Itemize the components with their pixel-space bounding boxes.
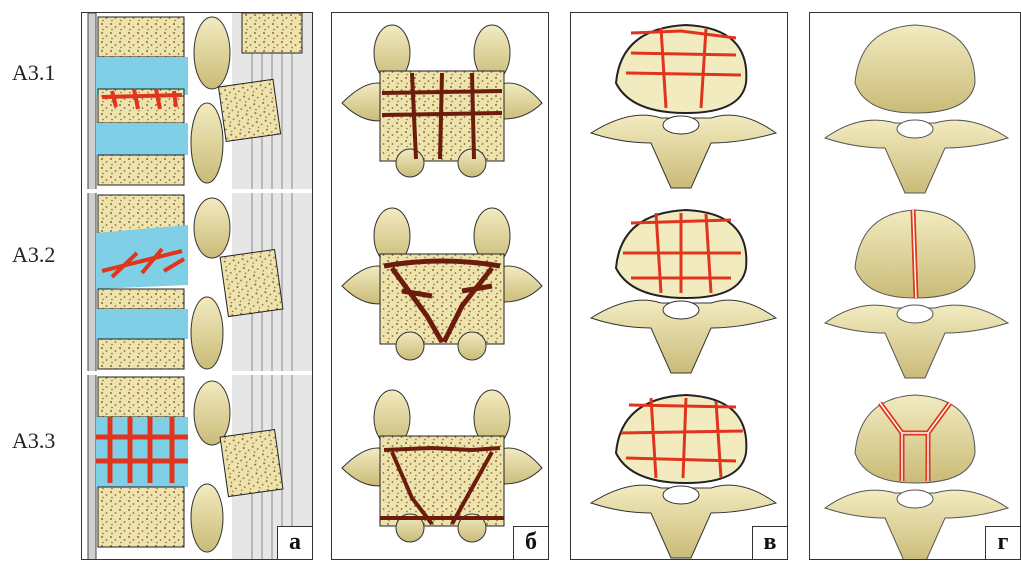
axial-vertebra-2 [591,210,776,373]
frontal-vertebra-3 [342,390,542,542]
panel-letter-a: а [277,526,313,560]
row-label-a3-2: A3.2 [12,242,55,268]
panel-frontal: б [331,12,549,560]
frontal-illustration [332,13,549,560]
frontal-vertebra-1 [342,25,542,177]
panel-axial-simple: г [809,12,1021,560]
axial-simple-illustration [810,13,1021,560]
axial-intact-vertebra [825,25,1008,193]
panel-letter-g: г [985,526,1021,560]
axial-vertebra-3 [591,395,776,558]
sagittal-illustration [82,13,313,560]
row-label-a3-1: A3.1 [12,60,55,86]
row-label-a3-3: A3.3 [12,428,55,454]
axial-comminuted-illustration [571,13,788,560]
panel-axial-comminuted: в [570,12,788,560]
panel-letter-b: б [513,526,549,560]
panel-letter-v: в [752,526,788,560]
panel-sagittal: а [81,12,313,560]
frontal-vertebra-2 [342,208,542,360]
axial-vertebra-1 [591,25,776,188]
axial-sagittal-split-vertebra [825,210,1008,378]
axial-y-split-vertebra [825,395,1008,560]
